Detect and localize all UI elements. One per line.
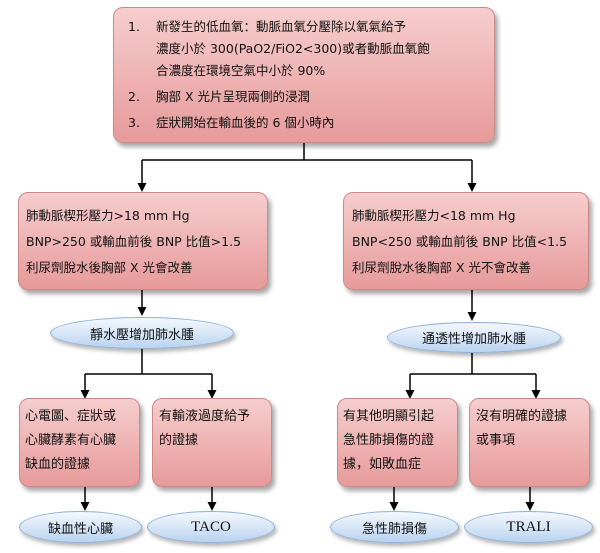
criteria-item-number: 3. [128, 115, 140, 130]
criteria-item-number: 2. [128, 89, 140, 104]
criteria-line: 合濃度在環境空氣中小於 90% [156, 63, 326, 78]
outcome-trali: TRALI [464, 511, 593, 543]
evidence-line: 沒有明確的證據 [476, 409, 568, 424]
outcome-taco: TACO [147, 511, 275, 543]
criteria-line: 肺動脈楔形壓力>18 mm Hg [26, 208, 190, 223]
criteria-line: 症狀開始在輸血後的 6 個小時內 [156, 115, 335, 130]
outcome-label: 缺血性心臟 [47, 521, 113, 537]
evidence-line: 據，如敗血症 [343, 457, 422, 472]
evidence-line: 心電圖、症狀或 [25, 409, 117, 424]
ischemia-evidence-box: 心電圖、症狀或 心臟酵素有心臟 缺血的證據 [19, 398, 140, 487]
criteria-line: 利尿劑脫水後胸部 X 光會改善 [26, 260, 193, 275]
outcome-ischemic-heart: 缺血性心臟 [19, 511, 142, 543]
criteria-line: 利尿劑脫水後胸部 X 光不會改善 [352, 260, 532, 275]
criteria-line: 濃度小於 300(PaO2/FiO2<300)或者動脈血氧飽 [156, 41, 430, 56]
hydrostatic-criteria-box: 肺動脈楔形壓力>18 mm Hg BNP>250 或輸血前後 BNP 比值>1.… [18, 192, 268, 290]
evidence-line: 急性肺損傷的證 [343, 433, 435, 448]
evidence-line: 有輸液過度給予 [159, 409, 251, 424]
diagnostic-criteria-box: 1. 新發生的低血氧：動脈血氧分壓除以氧氣給予 濃度小於 300(PaO2/Fi… [113, 7, 495, 143]
criteria-line: BNP<250 或輸血前後 BNP 比值<1.5 [352, 234, 568, 249]
fluid-overload-evidence-box: 有輸液過度給予 的證據 [152, 398, 272, 487]
criteria-line: 新發生的低血氧：動脈血氧分壓除以氧氣給予 [156, 19, 407, 34]
category-label: 通透性增加肺水腫 [421, 332, 526, 347]
connector-top-split [142, 143, 472, 161]
no-clear-evidence-box: 沒有明確的證據 或事項 [469, 398, 590, 487]
evidence-line: 心臟酵素有心臟 [25, 433, 117, 448]
evidence-line: 的證據 [159, 433, 199, 448]
criteria-item-1: 1. 新發生的低血氧：動脈血氧分壓除以氧氣給予 濃度小於 300(PaO2/Fi… [114, 16, 486, 82]
evidence-line: 缺血的證據 [25, 457, 91, 472]
outcome-label: 急性肺損傷 [361, 521, 427, 537]
criteria-item-3: 3. 症狀開始在輸血後的 6 個小時內 [114, 112, 486, 134]
connector-right-split [410, 353, 536, 375]
criteria-line: 肺動脈楔形壓力<18 mm Hg [352, 208, 516, 223]
outcome-label: TRALI [506, 518, 551, 535]
category-label: 靜水壓增加肺水腫 [89, 327, 194, 343]
criteria-line: BNP>250 或輸血前後 BNP 比值>1.5 [26, 234, 242, 249]
criteria-item-2: 2. 胸部 X 光片呈現兩側的浸潤 [114, 86, 486, 108]
outcome-acute-lung-injury: 急性肺損傷 [330, 511, 459, 543]
permeability-criteria-box: 肺動脈楔形壓力<18 mm Hg BNP<250 或輸血前後 BNP 比值<1.… [343, 192, 589, 290]
evidence-line: 或事項 [476, 433, 516, 448]
connector-left-split [85, 349, 212, 375]
hydrostatic-edema-category: 靜水壓增加肺水腫 [50, 317, 234, 349]
criteria-item-number: 1. [128, 19, 140, 34]
outcome-label: TACO [191, 518, 231, 535]
evidence-line: 有其他明顯引起 [343, 409, 435, 424]
lung-injury-evidence-box: 有其他明顯引起 急性肺損傷的證 據，如敗血症 [337, 398, 458, 487]
permeability-edema-category: 通透性增加肺水腫 [387, 322, 561, 353]
criteria-line: 胸部 X 光片呈現兩側的浸潤 [156, 89, 311, 104]
